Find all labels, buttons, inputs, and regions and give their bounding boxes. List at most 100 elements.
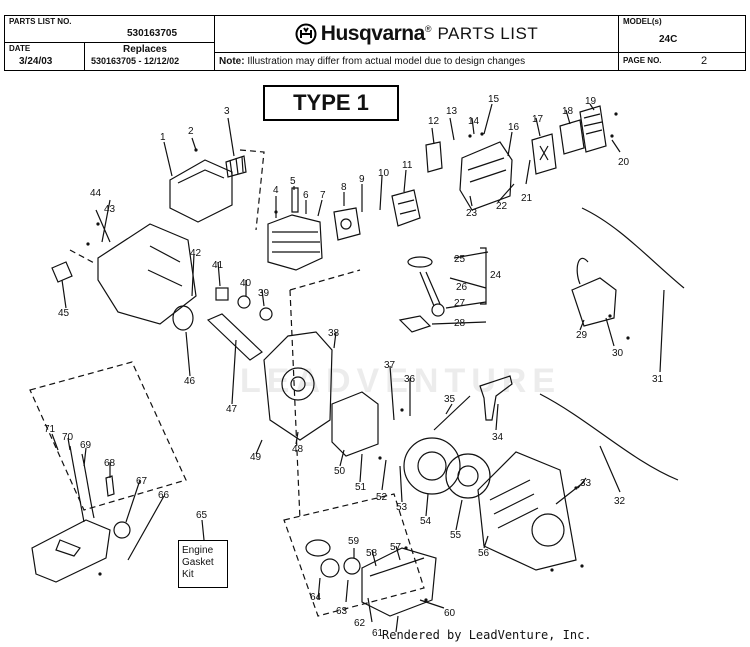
callout-21: 21 <box>521 193 533 204</box>
model-value: 24C <box>659 34 678 45</box>
callout-2: 2 <box>188 126 194 137</box>
page-cell: PAGE NO. 2 <box>619 53 745 70</box>
callout-37: 37 <box>384 360 396 371</box>
ignition-module-part <box>571 277 617 327</box>
callout-63: 63 <box>336 606 348 617</box>
callout-19: 19 <box>585 96 597 107</box>
callout-18: 18 <box>562 106 574 117</box>
callout-62: 62 <box>354 618 366 629</box>
callout-48: 48 <box>292 444 304 455</box>
callout-6: 6 <box>303 190 309 201</box>
header-table: PARTS LIST NO. 530163705 DATE 3/24/03 Re… <box>4 15 746 71</box>
page-value: 2 <box>701 55 708 67</box>
callout-36: 36 <box>404 374 416 385</box>
callout-12: 12 <box>428 116 440 127</box>
screen-part <box>225 155 247 178</box>
callout-8: 8 <box>341 182 347 193</box>
replaces-cell: Replaces 530163705 - 12/12/02 <box>85 43 215 70</box>
callout-52: 52 <box>376 492 388 503</box>
note-cell: Note: Illustration may differ from actua… <box>215 53 619 70</box>
insulator-part <box>333 207 361 241</box>
starter-housing-part <box>477 451 577 571</box>
note-label: Note: <box>219 56 245 67</box>
callout-11: 11 <box>402 160 413 171</box>
model-caption: MODEL(s) <box>623 17 662 26</box>
callout-23: 23 <box>466 208 478 219</box>
filter-part <box>531 133 557 175</box>
engine-cover-part <box>97 223 197 325</box>
callout-7: 7 <box>320 190 326 201</box>
connecting-rod-part <box>419 271 441 307</box>
parts-list-no: 530163705 <box>127 28 178 39</box>
fuel-tank-part <box>361 547 437 617</box>
callout-47: 47 <box>226 404 238 415</box>
callout-61: 61 <box>372 628 384 639</box>
handle-guard-part <box>31 519 111 583</box>
callout-49: 49 <box>250 452 262 463</box>
callout-1: 1 <box>160 132 166 143</box>
note-text: Illustration may differ from actual mode… <box>244 56 526 67</box>
callout-40: 40 <box>240 278 252 289</box>
callout-16: 16 <box>508 122 520 133</box>
callout-25: 25 <box>454 254 466 265</box>
callout-69: 69 <box>80 440 92 451</box>
callout-10: 10 <box>378 168 390 179</box>
page-caption: PAGE NO. <box>623 56 662 65</box>
callout-64: 64 <box>310 592 322 603</box>
callout-58: 58 <box>366 548 378 559</box>
callout-33: 33 <box>580 478 592 489</box>
callout-66: 66 <box>158 490 170 501</box>
brand-name: Husqvarna <box>320 22 426 45</box>
plate-part <box>425 141 443 173</box>
callout-54: 54 <box>420 516 432 527</box>
callout-13: 13 <box>446 106 458 117</box>
callout-45: 45 <box>58 308 70 319</box>
callout-29: 29 <box>576 330 588 341</box>
callout-51: 51 <box>355 482 367 493</box>
callout-9: 9 <box>359 174 365 185</box>
kit-line-3: Kit <box>182 569 194 580</box>
date-value: 3/24/03 <box>19 56 53 67</box>
callout-71: 71 <box>44 424 56 435</box>
callout-35: 35 <box>444 394 456 405</box>
title-cell: Husqvarna ® PARTS LIST <box>215 16 619 53</box>
muffler-part <box>169 159 233 223</box>
callout-57: 57 <box>390 542 402 553</box>
registered-mark: ® <box>424 24 432 34</box>
callout-28: 28 <box>454 318 466 329</box>
callout-5: 5 <box>290 176 296 187</box>
doc-title: PARTS LIST <box>437 24 539 43</box>
callout-67: 67 <box>136 476 148 487</box>
air-box-part <box>459 141 513 211</box>
cylinder-part <box>267 214 323 271</box>
date-caption: DATE <box>9 44 31 53</box>
callout-59: 59 <box>348 536 360 547</box>
spark-plug-part <box>291 187 299 213</box>
kit-line-1: Engine <box>182 545 214 556</box>
callout-42: 42 <box>190 248 202 259</box>
fuel-line-part <box>81 453 95 519</box>
callout-41: 41 <box>212 260 224 271</box>
callout-68: 68 <box>104 458 116 469</box>
replaces-value: 530163705 - 12/12/02 <box>91 56 180 66</box>
callout-32: 32 <box>614 496 626 507</box>
callout-17: 17 <box>532 114 544 125</box>
parts-list-no-cell: PARTS LIST NO. 530163705 <box>5 16 215 43</box>
callout-38: 38 <box>328 328 340 339</box>
callout-39: 39 <box>258 288 270 299</box>
husqvarna-crown-icon <box>295 23 317 45</box>
callout-22: 22 <box>496 201 508 212</box>
callout-24: 24 <box>490 270 502 281</box>
connector-part <box>51 261 73 283</box>
kit-line-2: Gasket <box>182 557 214 568</box>
date-cell: DATE 3/24/03 <box>5 43 85 70</box>
callout-65: 65 <box>196 510 208 521</box>
callout-4: 4 <box>273 185 279 196</box>
callout-70: 70 <box>62 432 74 443</box>
callout-60: 60 <box>444 608 456 619</box>
callout-55: 55 <box>450 530 462 541</box>
callout-15: 15 <box>488 94 500 105</box>
callout-26: 26 <box>456 282 468 293</box>
